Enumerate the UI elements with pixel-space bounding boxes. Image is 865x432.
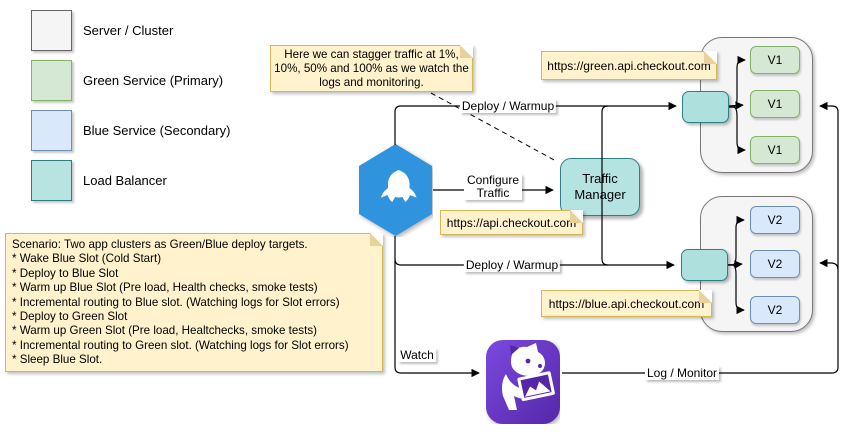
note-green-url[interactable]: https://green.api.checkout.com: [541, 51, 717, 80]
octopus-deploy-node[interactable]: [358, 143, 433, 242]
legend-swatch-load-balancer: [31, 160, 72, 201]
legend-swatch-server-cluster: [31, 10, 72, 51]
scenario-line: * Sleep Blue Slot.: [12, 353, 103, 367]
legend-label-green-service: Green Service (Primary): [83, 73, 224, 88]
note-stagger-traffic[interactable]: Here we can stagger traffic at 1%, 10%, …: [270, 45, 473, 92]
note-api-url[interactable]: https://api.checkout.com: [440, 210, 583, 235]
note-scenario[interactable]: Scenario: Two app clusters as Green/Blue…: [5, 233, 383, 372]
scenario-line: * Warm up Green Slot (Pre load, Healtche…: [12, 324, 317, 338]
scenario-line: * Incremental routing to Green slot. (Wa…: [12, 338, 349, 352]
note-blue-url[interactable]: https://blue.api.checkout.com: [541, 290, 712, 317]
octopus-deploy-icon: [359, 144, 432, 236]
blue-instance-v2-2[interactable]: V2: [750, 250, 800, 278]
load-balancer-green[interactable]: [682, 91, 729, 123]
datadog-node[interactable]: [486, 340, 560, 429]
scenario-line: * Wake Blue Slot (Cold Start): [12, 252, 162, 266]
green-instance-v1-1[interactable]: V1: [750, 46, 800, 74]
load-balancer-blue[interactable]: [681, 249, 728, 281]
legend-swatch-blue-service: [31, 110, 72, 151]
legend-label-server-cluster: Server / Cluster: [83, 23, 174, 38]
edge-label-log-monitor: Log / Monitor: [644, 366, 720, 380]
legend-swatch-green-service: [31, 60, 72, 101]
blue-instance-v2-1[interactable]: V2: [750, 206, 800, 234]
edge-label-deploy-warmup-bottom: Deploy / Warmup: [463, 258, 561, 272]
green-instance-v1-3[interactable]: V1: [750, 136, 800, 164]
edge-feedback-blue-cluster: [819, 258, 839, 271]
scenario-line: * Deploy to Green Slot: [12, 310, 128, 324]
scenario-line: * Warm up Blue Slot (Pre load, Health ch…: [12, 281, 318, 295]
green-instance-v1-2[interactable]: V1: [750, 90, 800, 118]
scenario-line: * Incremental routing to Blue slot. (Wat…: [12, 295, 340, 309]
edge-label-configure-traffic: Configure Traffic: [464, 174, 522, 200]
edge-label-deploy-warmup-top: Deploy / Warmup: [459, 99, 557, 113]
legend-label-load-balancer: Load Balancer: [83, 173, 167, 188]
blue-instance-v2-3[interactable]: V2: [750, 296, 800, 324]
scenario-line: * Deploy to Blue Slot: [12, 266, 119, 280]
traffic-manager-node[interactable]: Traffic Manager: [560, 158, 640, 216]
legend-label-blue-service: Blue Service (Secondary): [83, 123, 231, 138]
datadog-icon: [486, 340, 560, 424]
scenario-line: Scenario: Two app clusters as Green/Blue…: [12, 238, 308, 251]
edge-label-watch: Watch: [398, 348, 436, 362]
